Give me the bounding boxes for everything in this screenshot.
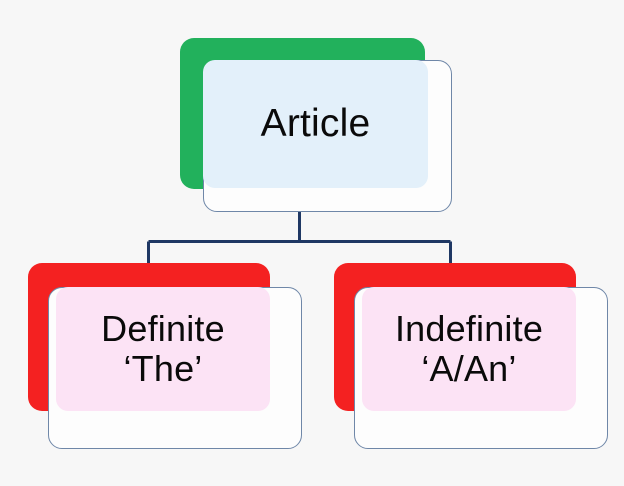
node-article-label: Article <box>260 102 371 146</box>
node-definite[interactable]: Definite ‘The’ <box>28 263 302 449</box>
node-definite-label: Definite ‘The’ <box>101 307 225 389</box>
node-indefinite[interactable]: Indefinite ‘A/An’ <box>334 263 608 449</box>
node-indefinite-fill: Indefinite ‘A/An’ <box>362 287 576 411</box>
node-article[interactable]: Article <box>180 38 452 212</box>
node-definite-fill: Definite ‘The’ <box>56 287 270 411</box>
node-article-fill: Article <box>203 60 428 188</box>
node-indefinite-label: Indefinite ‘A/An’ <box>394 307 544 389</box>
